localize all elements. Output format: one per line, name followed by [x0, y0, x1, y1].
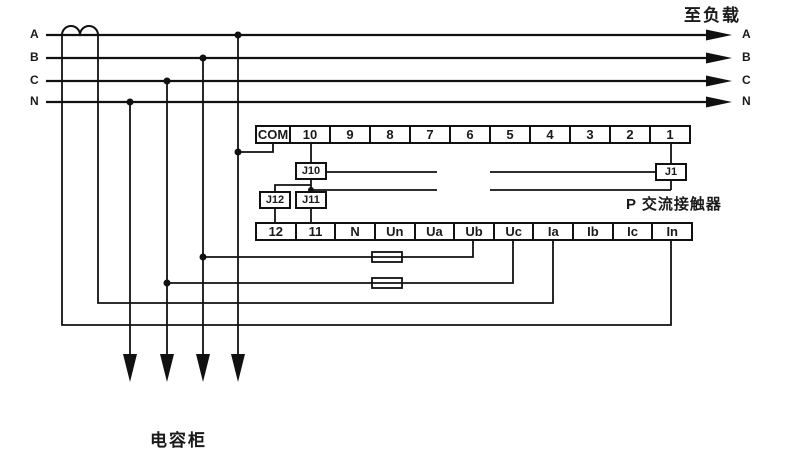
terminal-row-top: COM 10 9 8 7 6 5 4 3 2 1 [255, 125, 691, 144]
junction-dot [199, 54, 207, 62]
terminal-cell-com: COM [255, 125, 291, 144]
relay-j11: J11 [295, 191, 327, 209]
arrow-down-icon [160, 354, 174, 382]
phase-label-c-right: C [742, 73, 751, 87]
cabinet-arrows [123, 354, 245, 382]
terminal-cell-ib: Ib [572, 222, 614, 241]
arrow-right-icon [706, 29, 732, 41]
wire-com-tap [238, 144, 274, 153]
terminal-cell-11: 11 [294, 222, 337, 241]
junction-dot [126, 98, 134, 106]
phase-lines [46, 33, 708, 104]
arrow-down-icon [123, 354, 137, 382]
fuse-icon [371, 251, 403, 263]
relay-j12: J12 [259, 191, 291, 209]
arrow-right-icon [706, 96, 732, 108]
terminal-cell-ic: Ic [611, 222, 654, 241]
terminal-cell-ia: Ia [532, 222, 575, 241]
terminal-cell-10: 10 [289, 125, 331, 144]
junction-dot [234, 148, 242, 156]
wire-ub-fuse [203, 241, 474, 258]
ac-contactor-label: P 交流接触器 [626, 196, 722, 213]
phase-label-b-left: B [30, 50, 39, 64]
terminal-cell-9: 9 [329, 125, 371, 144]
terminal-cell-1: 1 [649, 125, 691, 144]
load-arrows [706, 29, 732, 108]
phase-label-a-right: A [742, 27, 751, 41]
wire-uc-fuse [167, 241, 514, 284]
phase-label-n-right: N [742, 94, 751, 108]
junction-dots [126, 31, 314, 287]
terminal-cell-8: 8 [369, 125, 411, 144]
fuses [371, 251, 403, 289]
phase-label-n-left: N [30, 94, 39, 108]
relay-j1: J1 [655, 163, 687, 181]
phase-label-b-right: B [742, 50, 751, 64]
wire-j12-tie [274, 184, 311, 191]
junction-dot [199, 253, 207, 261]
capacitor-cabinet-label: 电容柜 [150, 431, 207, 450]
arrow-right-icon [706, 52, 732, 64]
arrow-right-icon [706, 75, 732, 87]
terminal-cell-in: In [651, 222, 694, 241]
fuse-icon [371, 277, 403, 289]
phase-label-a-left: A [30, 27, 39, 41]
wires [61, 35, 672, 356]
terminal-cell-n: N [334, 222, 376, 241]
terminal-cell-un: Un [373, 222, 416, 241]
junction-dot [163, 279, 171, 287]
to-load-label: 至负载 [684, 6, 741, 25]
terminal-cell-12: 12 [255, 222, 297, 241]
terminal-cell-7: 7 [409, 125, 451, 144]
terminal-cell-4: 4 [529, 125, 571, 144]
terminal-cell-6: 6 [449, 125, 491, 144]
relay-j10: J10 [295, 162, 327, 180]
junction-dot [234, 31, 242, 39]
wire-ct-to-ia [97, 35, 554, 304]
terminal-cell-5: 5 [489, 125, 531, 144]
junction-dot [163, 77, 171, 85]
arrow-down-icon [231, 354, 245, 382]
terminal-cell-ua: Ua [413, 222, 456, 241]
terminal-cell-ub: Ub [453, 222, 495, 241]
terminal-row-bottom: 12 11 N Un Ua Ub Uc Ia Ib Ic In [255, 222, 694, 241]
phase-label-c-left: C [30, 73, 39, 87]
terminal-cell-2: 2 [609, 125, 651, 144]
arrow-down-icon [196, 354, 210, 382]
terminal-cell-uc: Uc [492, 222, 535, 241]
wire-ct-to-in [61, 35, 672, 326]
terminal-cell-3: 3 [569, 125, 611, 144]
current-transformer-icon [61, 25, 99, 36]
